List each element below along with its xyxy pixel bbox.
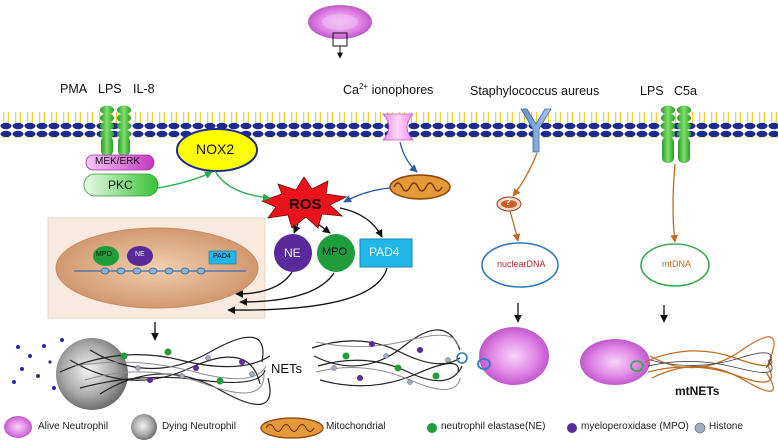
legend-ne-label: neutrophil elastase(NE) — [441, 421, 546, 432]
label-il8: IL-8 — [133, 82, 155, 96]
released-granules — [12, 338, 64, 390]
nox2-ellipse — [176, 128, 258, 172]
label-nuc-ne: NE — [135, 251, 145, 258]
label-nuc-mpo: MPO — [96, 251, 112, 258]
label-mtnets: mtNETs — [675, 384, 720, 398]
arrow-mpo-nucleus — [239, 272, 335, 306]
label-gran-pad4: PAD4 — [369, 245, 400, 259]
arrow-iono-mito — [399, 141, 418, 173]
label-gran-mpo: MPO — [322, 246, 348, 258]
label-pkc: PKC — [108, 178, 133, 192]
legend-histone-label: Histone — [709, 421, 743, 432]
top-neutrophil — [308, 5, 372, 39]
mtdna-oval — [640, 243, 710, 287]
label-c5a: C5a — [674, 84, 697, 98]
label-question: ? — [505, 197, 512, 208]
nucleus-ne-oval — [127, 246, 153, 266]
label-ca-sup: 2+ — [358, 82, 369, 91]
arrow-pkc-nox2 — [157, 171, 213, 189]
label-mtdna: mtDNA — [662, 259, 691, 269]
legend-dying-neutrophil-icon — [131, 414, 157, 440]
label-staph: Staphylococcus aureus — [470, 84, 600, 98]
label-pma: PMA — [60, 82, 88, 96]
nets-middle-end-ring — [456, 352, 468, 364]
question-icon — [496, 196, 522, 212]
label-lps-right: LPS — [640, 84, 664, 98]
legend-mpo-dot — [567, 423, 577, 433]
label-ca-ionophores: Ca2+ ionophores — [343, 82, 433, 97]
label-ca-prefix: Ca — [343, 83, 359, 98]
arrow-ros-mpo — [317, 223, 331, 234]
label-lps-left: LPS — [98, 82, 122, 96]
arrow-question-nucleardna — [509, 210, 521, 242]
nets-fibers-middle-gray — [315, 334, 461, 390]
legend-mpo-label: myeloperoxidase (MPO) — [581, 421, 689, 432]
dying-neutrophil — [56, 338, 128, 410]
nucleus-histones — [100, 267, 206, 275]
legend-alive-neutrophil-icon — [4, 416, 32, 438]
mek-erk-box — [85, 154, 155, 171]
arrow-nox2-ros — [214, 170, 271, 202]
mtnets-fibers-dark — [647, 352, 773, 373]
label-mek-erk: MEK/ERK — [95, 156, 141, 167]
legend-alive-label: Alive Neutrophil — [38, 421, 109, 432]
arrow-c5a-mtdna — [670, 163, 679, 243]
nets-fibers-left — [59, 336, 271, 405]
mpo-granule — [317, 234, 355, 272]
ros-burst — [260, 176, 348, 229]
label-ros: ROS — [289, 196, 322, 213]
legend-ne-dot — [427, 423, 437, 433]
arrow-ros-pad4 — [339, 207, 383, 238]
label-gran-ne: NE — [284, 246, 301, 260]
nucleus-mpo-oval — [93, 246, 119, 266]
pad4-box — [359, 238, 413, 268]
label-nuclear-dna: nuclearDNA — [497, 259, 546, 269]
arrow-ne-nucleus — [235, 271, 293, 298]
pkc-box — [83, 173, 159, 197]
nuclear-dna-oval — [481, 242, 559, 288]
legend-dying-label: Dying Neutrophil — [162, 421, 236, 432]
receptor-il8 — [117, 105, 131, 156]
nets-fibers-middle — [311, 329, 463, 387]
staph-y-receptor — [520, 108, 552, 153]
nets-middle-dots — [331, 341, 451, 385]
label-nox2: NOX2 — [196, 141, 235, 157]
label-nets: NETs — [271, 361, 303, 376]
arrow-staph-question — [512, 152, 538, 197]
arrow-pad4-nucleus — [227, 267, 388, 314]
receptor-c5a — [661, 105, 691, 163]
ionophore-channel — [382, 113, 414, 141]
arrow-ros-ne — [293, 223, 301, 234]
label-ca-suffix: ionophores — [368, 83, 434, 98]
mtdna-neutrophil — [580, 339, 650, 385]
legend-mito-label: Mitochondrial — [326, 421, 386, 432]
legend-mitochondrial-icon — [260, 417, 324, 439]
receptor-lps-left — [100, 105, 114, 156]
arrow-mito-ros — [343, 187, 391, 203]
nucleus-pad4-box — [208, 250, 237, 265]
label-nuc-pad4: PAD4 — [213, 253, 231, 260]
ne-granule — [274, 234, 312, 272]
legend-histone-dot — [694, 422, 706, 434]
nucleus — [55, 227, 259, 309]
nets-left-dots — [120, 348, 255, 385]
mitochondrion — [389, 174, 451, 200]
nuclear-dna-neutrophil — [477, 327, 549, 385]
